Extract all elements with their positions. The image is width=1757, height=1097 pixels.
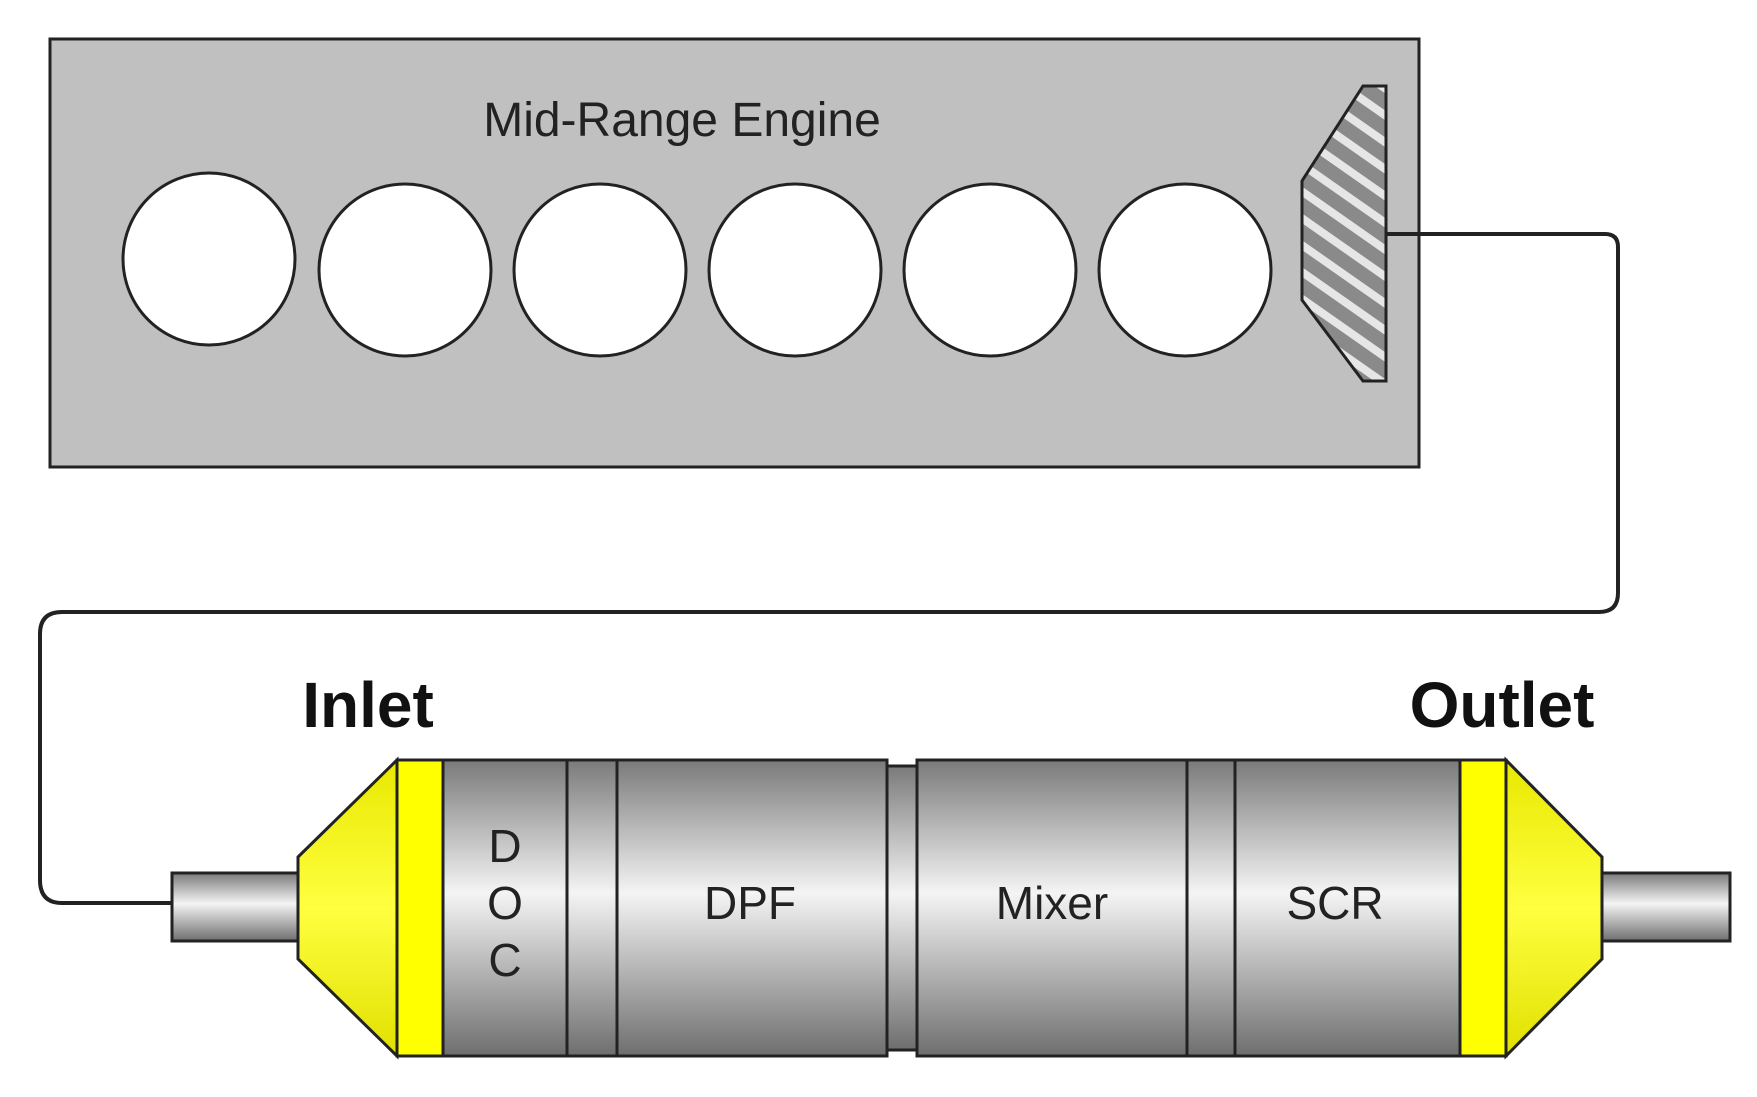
dpf-section [615, 758, 889, 1058]
doc-label: D [488, 820, 521, 872]
turbocharger-icon [1300, 84, 1388, 383]
gap-doc-dpf [565, 758, 619, 1058]
gap-mixer-scr [1185, 758, 1237, 1058]
cylinder [1097, 182, 1273, 358]
doc-section [441, 758, 569, 1058]
exhaust-pipe [38, 232, 1620, 905]
inlet-pipe [170, 871, 304, 943]
scr-label: SCR [1286, 877, 1383, 929]
clamp-dpf-mixer [885, 764, 919, 1052]
outlet-flange [1458, 758, 1508, 1058]
outlet-pipe [1598, 871, 1732, 943]
doc-label: C [488, 934, 521, 986]
scr-section [1233, 758, 1462, 1058]
cylinder [121, 171, 297, 347]
cylinder [317, 182, 493, 358]
outlet-cone [1504, 756, 1604, 1060]
doc-label: O [487, 877, 523, 929]
cylinder-row [121, 171, 1273, 358]
outlet-label: Outlet [1410, 669, 1595, 741]
inlet-flange [395, 758, 445, 1058]
dpf-label: DPF [704, 877, 796, 929]
mixer-section [915, 758, 1189, 1058]
cylinder [707, 182, 883, 358]
cylinder [902, 182, 1078, 358]
cylinder [512, 182, 688, 358]
inlet-label: Inlet [302, 669, 434, 741]
mixer-label: Mixer [996, 877, 1108, 929]
engine-title: Mid-Range Engine [483, 94, 881, 147]
inlet-cone [296, 756, 399, 1060]
